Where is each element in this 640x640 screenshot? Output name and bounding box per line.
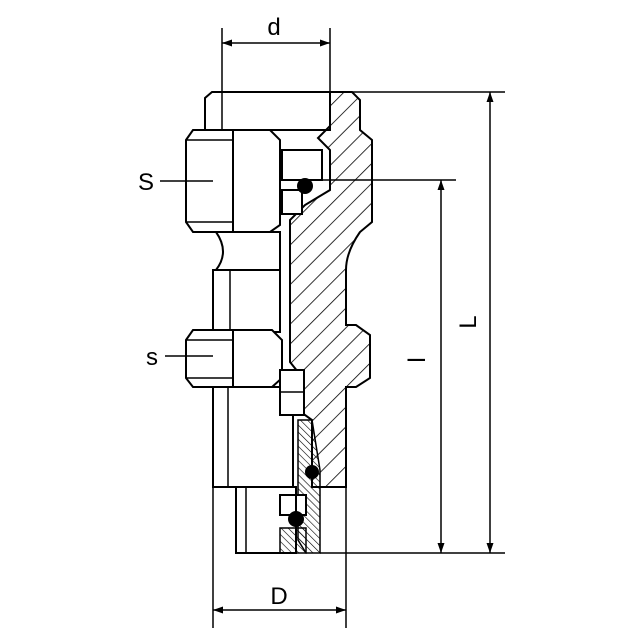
label-s: s [146,344,158,371]
top-thread-stub [204,91,331,131]
dimension-D: D [212,487,347,628]
label-d: d [267,14,280,41]
section-view [279,91,373,554]
dimension-l: l [300,179,456,554]
section-body [289,91,373,488]
lower-seal [279,527,307,554]
o-ring-bottom [288,511,304,527]
dimension-d: d [221,14,331,92]
leader-S: S [138,169,213,196]
label-l: l [404,357,431,362]
o-ring-top [297,178,313,194]
threaded-body [212,269,281,333]
inner-ring-top [281,149,323,181]
body-neck [213,231,281,271]
label-S: S [138,169,154,196]
label-D: D [270,583,287,610]
label-L: L [455,315,482,328]
inner-ring-mid [281,189,303,215]
dimension-L: L [352,91,505,554]
o-ring-middle [305,465,319,479]
leader-s: s [146,344,213,371]
